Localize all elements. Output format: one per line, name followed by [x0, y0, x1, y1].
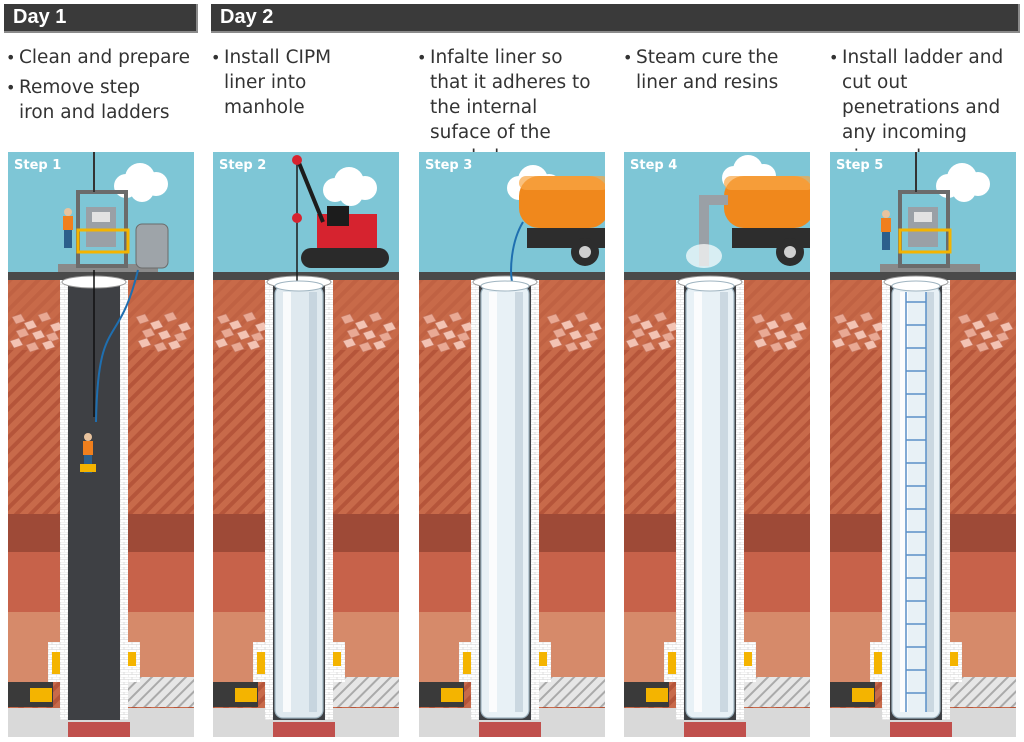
cloud — [323, 167, 377, 206]
liner — [685, 280, 735, 719]
step-4-bullet-1: Steam cure the liner and resins — [623, 45, 786, 95]
crane-cab — [327, 206, 349, 226]
step-3-illustration — [419, 152, 605, 737]
worker — [881, 210, 891, 250]
day-2-header: Day 2 — [211, 4, 1020, 33]
ladder — [905, 292, 927, 712]
rock-layer — [831, 311, 1014, 353]
step-iron-right — [128, 652, 136, 666]
yellow-marker — [441, 688, 463, 702]
base-pad — [479, 722, 541, 737]
step-2-description: Install CIPM liner into manhole — [211, 45, 391, 125]
day-1-header: Day 1 — [4, 4, 198, 33]
step-4-panel: Step 4 — [624, 152, 810, 737]
crane-boom — [295, 157, 325, 223]
worker — [63, 208, 73, 248]
step-1-bullet-1: Clean and prepare — [6, 45, 196, 70]
step-1-bullet-2: Remove step iron and ladders — [6, 75, 179, 125]
step-3-label: Step 3 — [425, 158, 473, 173]
base-pad — [273, 722, 335, 737]
step-4-label: Step 4 — [630, 158, 678, 173]
crane-hook — [292, 213, 302, 223]
step-iron-left — [463, 652, 471, 674]
step-iron-left — [874, 652, 882, 674]
step-2-bullet-1: Install CIPM liner into manhole — [211, 45, 374, 120]
crawler-crane — [292, 155, 389, 282]
winch-frame — [58, 152, 158, 272]
step-iron-right — [950, 652, 958, 666]
yellow-marker — [646, 688, 668, 702]
step-1-panel: Step 1 — [8, 152, 194, 737]
liner — [274, 280, 324, 719]
step-1-description: Clean and prepare Remove step iron and l… — [6, 45, 196, 130]
step-4-illustration — [624, 152, 810, 737]
step-2-label: Step 2 — [219, 158, 267, 173]
steam-cloud — [686, 244, 722, 268]
liner — [480, 280, 530, 719]
step-1-label: Step 1 — [14, 158, 62, 173]
step-4-description: Steam cure the liner and resins — [623, 45, 813, 100]
crane-tracks — [301, 248, 389, 268]
rock-layer — [9, 311, 192, 353]
rock-layer — [625, 311, 808, 353]
rock-layer — [214, 311, 397, 353]
yellow-marker — [30, 688, 52, 702]
step-3-panel: Step 3 — [419, 152, 605, 737]
cloud — [114, 163, 168, 202]
hose — [95, 269, 139, 423]
step-2-illustration — [213, 152, 399, 737]
step-2-panel: Step 2 — [213, 152, 399, 737]
step-5-label: Step 5 — [836, 158, 884, 173]
yellow-marker — [852, 688, 874, 702]
rock-layer — [420, 311, 603, 353]
step-iron-left — [257, 652, 265, 674]
step-1-illustration — [8, 152, 194, 737]
base-pad — [68, 722, 130, 737]
day-1-label: Day 1 — [13, 6, 67, 28]
liner — [891, 280, 941, 719]
base-pad — [890, 722, 952, 737]
winch-frame — [880, 152, 980, 272]
yellow-marker — [235, 688, 257, 702]
steel-drum — [135, 223, 169, 269]
step-iron-left — [668, 652, 676, 674]
step-iron-right — [539, 652, 547, 666]
tanker-truck — [519, 176, 605, 266]
step-5-illustration — [830, 152, 1016, 737]
day-2-label: Day 2 — [220, 6, 274, 28]
tanker-truck — [724, 176, 810, 266]
cloud — [936, 163, 990, 202]
bosun-chair — [80, 464, 96, 472]
step-iron-left — [52, 652, 60, 674]
step-5-panel: Step 5 — [830, 152, 1016, 737]
step-iron-right — [744, 652, 752, 666]
base-pad — [684, 722, 746, 737]
step-iron-right — [333, 652, 341, 666]
